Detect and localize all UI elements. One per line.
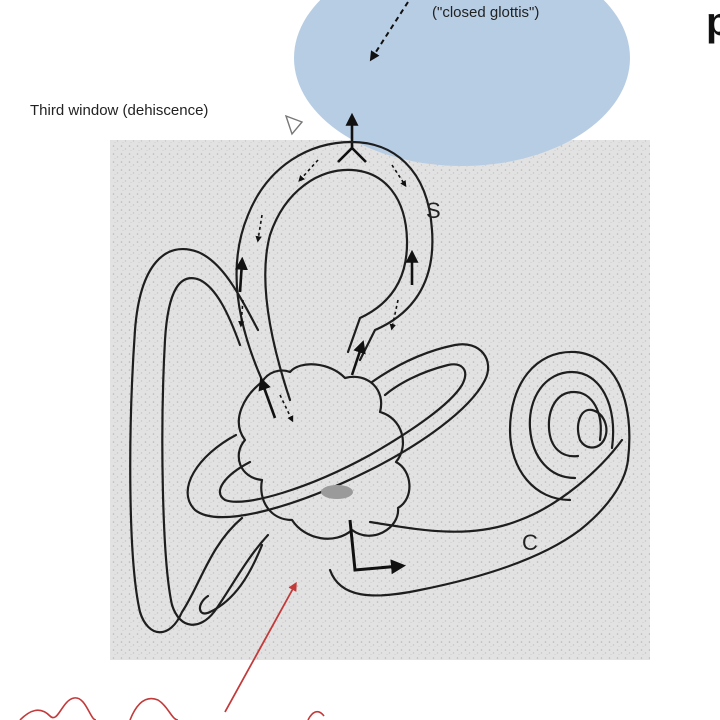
superior-canal-outer	[235, 140, 434, 382]
pressure-source-blob	[294, 0, 630, 166]
temporal-bone-block	[110, 140, 650, 660]
flow-dashed-2	[391, 164, 407, 188]
canal-junction-marker	[337, 146, 367, 163]
flow-dashed-5	[389, 299, 399, 331]
superior-canal-inner	[264, 168, 409, 402]
cochlea-label: C	[522, 530, 538, 555]
oval-window-marker	[321, 485, 353, 499]
third-window-label: Third window (dehiscence)	[30, 102, 209, 119]
lateral-canal-outer	[186, 343, 490, 519]
flow-dashed-3	[255, 214, 263, 243]
flow-dashed-1	[298, 159, 319, 182]
round-window-region	[198, 543, 264, 615]
third-window-marker	[284, 114, 304, 136]
cochlea-flow-arrow	[348, 519, 406, 575]
cochlea-spiral-mid	[528, 370, 615, 480]
cochlea-apex	[576, 408, 608, 449]
sound-input-arrow	[224, 581, 297, 713]
flow-arrow-vestibule-left	[258, 377, 277, 419]
pressure-arrow	[369, 1, 409, 62]
posterior-canal-outer	[129, 248, 260, 634]
lateral-canal-inner	[218, 363, 467, 503]
closed-glottis-label: ("closed glottis")	[432, 4, 540, 21]
flow-arrow-left-up	[234, 256, 248, 293]
cochlea-spiral-inner	[547, 390, 602, 458]
vestibule	[237, 363, 411, 540]
cochlea-spiral-outer	[508, 350, 631, 502]
flow-dashed-6	[279, 394, 294, 423]
clipped-edge-glyph: p	[706, 0, 720, 44]
superior-canal-label: S	[426, 198, 441, 223]
sound-wave	[19, 697, 325, 720]
flow-dashed-4	[238, 299, 245, 328]
cochlear-duct-inner	[328, 458, 630, 597]
flow-arrow-vestibule-right	[350, 340, 366, 376]
cochlear-duct-outer	[368, 438, 624, 533]
posterior-canal-inner	[161, 277, 270, 626]
